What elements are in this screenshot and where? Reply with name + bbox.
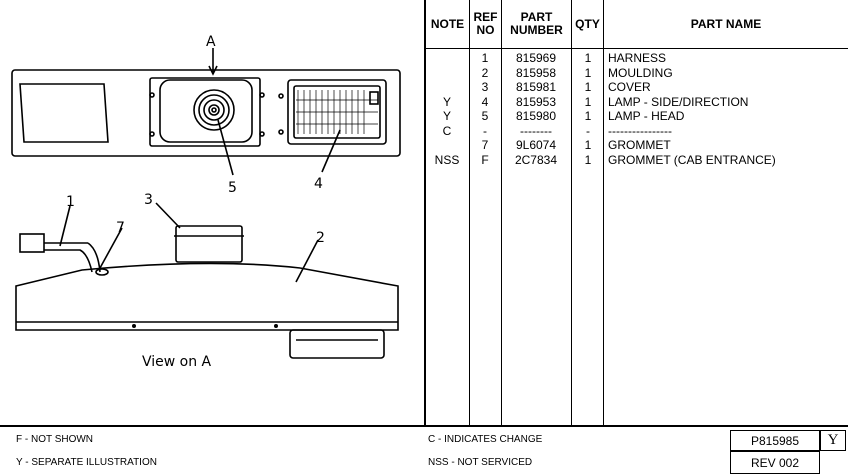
table-row: C-------------------------- — [442, 123, 672, 138]
header-ref-no: REF NO — [473, 10, 498, 37]
callout-4: 4 — [314, 176, 323, 192]
page-id: P815985 — [730, 430, 820, 451]
callout-a: A — [206, 34, 216, 50]
header-qty: QTY — [575, 16, 600, 31]
revision: REV 002 — [730, 451, 820, 474]
legend-footer: F - NOT SHOWN Y - SEPARATE ILLUSTRATION … — [0, 425, 848, 474]
header-part-name: PART NAME — [690, 16, 762, 31]
view-label: View on A — [142, 354, 212, 370]
callout-3: 3 — [144, 192, 153, 208]
cover — [175, 225, 243, 263]
callout-5: 5 — [228, 180, 237, 196]
headlamp-housing — [149, 77, 261, 147]
direction-lamp — [287, 79, 387, 145]
callout-2: 2 — [316, 230, 325, 246]
header-note: NOTE — [430, 16, 465, 31]
callout-7: 7 — [116, 220, 125, 236]
header-part-number: PART NUMBER — [510, 10, 563, 37]
legend-f: F - NOT SHOWN — [16, 434, 94, 445]
legend-c: C - INDICATES CHANGE — [428, 434, 543, 445]
callout-1: 1 — [66, 194, 75, 210]
headlamp-lens — [159, 79, 253, 143]
legend-nss: NSS - NOT SERVICED — [428, 457, 533, 468]
moulding — [15, 262, 399, 331]
parts-illustration: A 5 4 1 3 7 2 View on A — [11, 34, 401, 370]
harness-connector — [19, 233, 45, 253]
lamp-panel — [11, 69, 401, 157]
legend-y: Y - SEPARATE ILLUSTRATION — [16, 457, 157, 468]
side-lens — [19, 83, 109, 143]
separate-flag: Y — [820, 430, 846, 451]
